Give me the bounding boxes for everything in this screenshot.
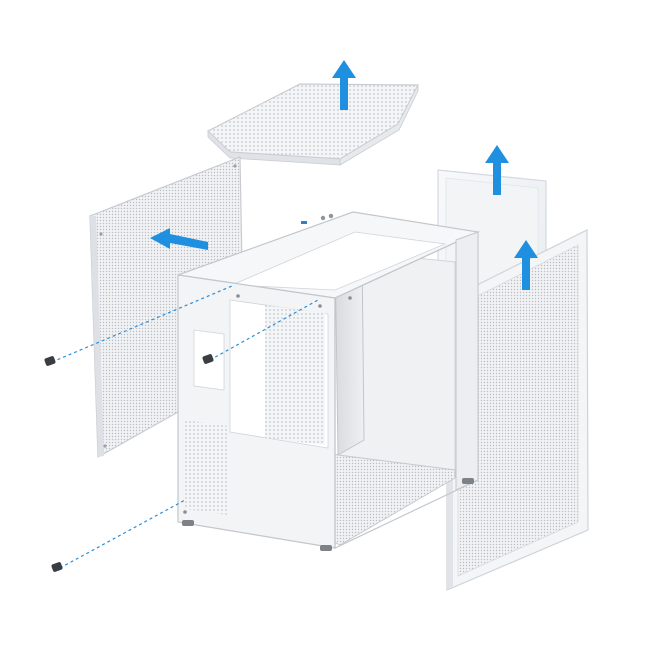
front-glass-panel: [446, 229, 589, 591]
screw-icon: [202, 354, 214, 364]
top-mesh-panel: [206, 83, 419, 166]
arrow-left-icon: [150, 228, 208, 250]
arrow-up-icon: [332, 60, 356, 110]
screw-icon: [51, 562, 63, 572]
arrow-up-icon: [514, 240, 538, 290]
guide-lines: [51, 285, 319, 569]
arrow-up-icon: [485, 145, 509, 195]
screw-icon: [44, 356, 56, 366]
chassis-frame: [177, 211, 481, 551]
